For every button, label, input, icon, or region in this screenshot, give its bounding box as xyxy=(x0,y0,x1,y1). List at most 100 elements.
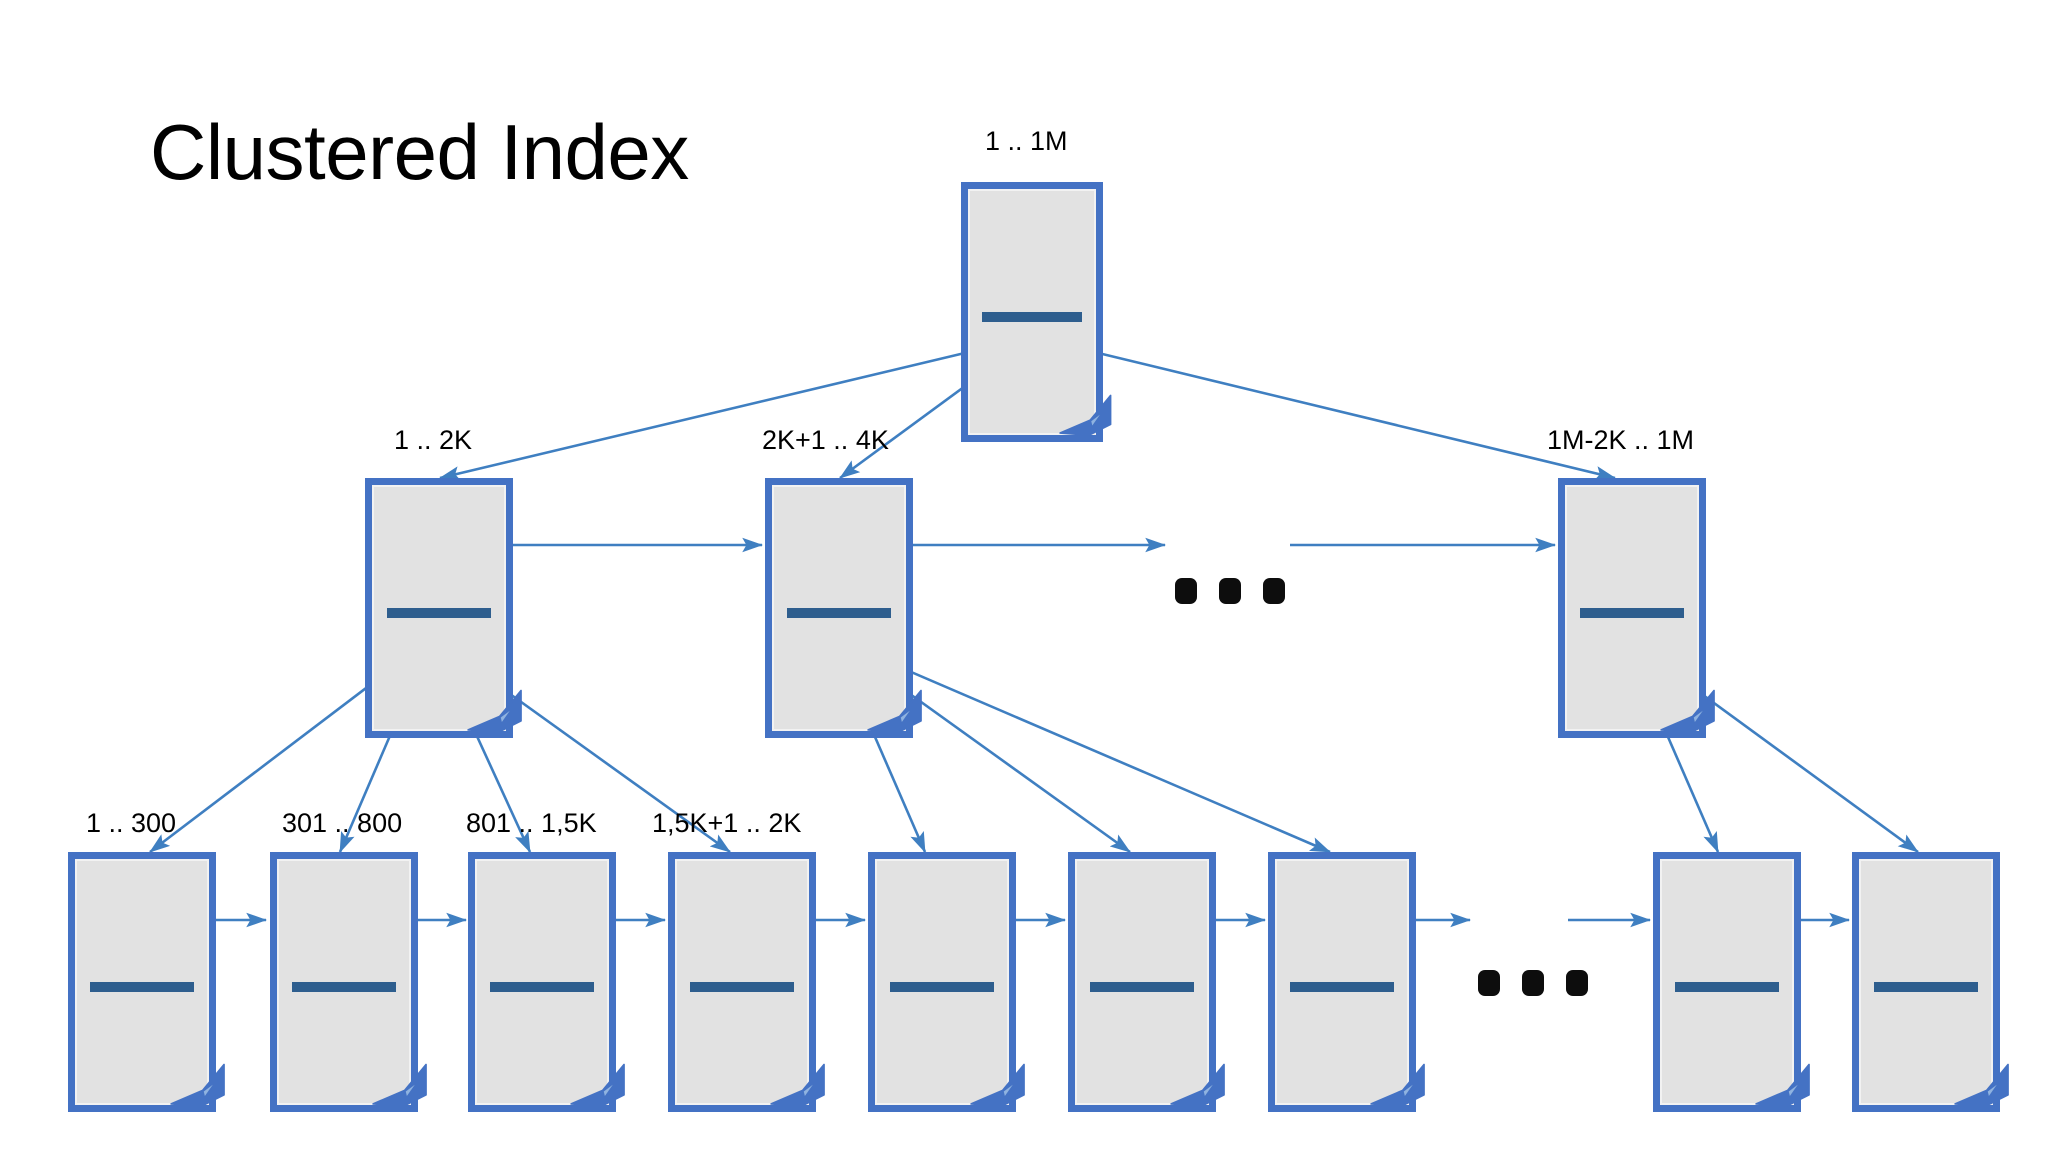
edge-root-to-level2 xyxy=(1031,335,1617,481)
doc-row-bar xyxy=(786,613,892,616)
page-fold-icon xyxy=(372,1063,427,1108)
tree-node-level2-2[interactable] xyxy=(1558,478,1715,738)
ellipsis-dot xyxy=(1478,970,1500,996)
tree-node-level2-0[interactable] xyxy=(365,478,522,738)
doc-row-bar xyxy=(889,981,995,984)
doc-row-bar xyxy=(1873,983,1979,986)
doc-row-bar xyxy=(386,613,492,616)
tree-node-root-label: 1 .. 1M xyxy=(985,126,1068,156)
doc-row-bar xyxy=(1579,615,1685,618)
page-fold-icon xyxy=(1370,1063,1425,1108)
page-fold-icon xyxy=(1170,1063,1225,1108)
doc-row-bar xyxy=(489,981,595,984)
doc-row-bar xyxy=(1873,987,1979,990)
doc-row-bar xyxy=(982,319,1082,322)
tree-node-leaf-1[interactable] xyxy=(270,852,427,1112)
doc-row-bar xyxy=(1089,987,1195,990)
page-title: Clustered Index xyxy=(150,108,689,196)
tree-node-leaf-3[interactable] xyxy=(668,852,825,1112)
tree-node-level2-1-label: 2K+1 .. 4K xyxy=(762,425,889,455)
tree-node-leaf-3-label: 1,5K+1 .. 2K xyxy=(652,808,802,838)
doc-row-bar xyxy=(489,989,595,992)
doc-row-bar xyxy=(1873,985,1979,988)
tree-node-leaf-5[interactable] xyxy=(1068,852,1225,1112)
doc-row-bar xyxy=(1089,985,1195,988)
doc-row-bar xyxy=(89,981,195,984)
doc-row-bar xyxy=(1289,987,1395,990)
page-fold-icon xyxy=(467,689,522,734)
doc-row-bar xyxy=(1089,989,1195,992)
tree-node-leaf-6[interactable] xyxy=(1268,852,1425,1112)
tree-node-root[interactable] xyxy=(961,182,1112,442)
doc-row-bar xyxy=(889,989,995,992)
tree-node-level2-0-label: 1 .. 2K xyxy=(394,425,473,455)
doc-row-bar xyxy=(89,989,195,992)
doc-row-bar xyxy=(489,985,595,988)
tree-node-leaf-2[interactable] xyxy=(468,852,625,1112)
doc-row-bar xyxy=(1089,981,1195,984)
doc-row-bar xyxy=(1289,989,1395,992)
doc-row-bar xyxy=(1674,989,1780,992)
page-fold-icon xyxy=(1059,394,1112,437)
tree-node-level2-1[interactable] xyxy=(765,478,922,738)
tree-node-leaf-8[interactable] xyxy=(1852,852,2009,1112)
tree-node-leaf-4[interactable] xyxy=(868,852,1025,1112)
doc-row-bar xyxy=(1674,985,1780,988)
page-fold-icon xyxy=(1755,1063,1810,1108)
doc-row-bar xyxy=(89,985,195,988)
doc-row-bar xyxy=(982,317,1082,320)
doc-row-bar xyxy=(1579,611,1685,614)
ellipsis-dot xyxy=(1522,970,1544,996)
doc-row-bar xyxy=(1289,981,1395,984)
doc-row-bar xyxy=(1873,989,1979,992)
doc-row-bar xyxy=(1873,981,1979,984)
doc-row-bar xyxy=(386,615,492,618)
doc-row-bar xyxy=(1674,987,1780,990)
ellipsis-level2 xyxy=(1175,578,1285,604)
ellipsis-dot xyxy=(1219,578,1241,604)
tree-node-leaf-1-label: 301 .. 800 xyxy=(282,808,403,838)
doc-row-bar xyxy=(291,983,397,986)
page-fold-icon xyxy=(170,1063,225,1108)
doc-row-bar xyxy=(89,983,195,986)
doc-row-bar xyxy=(689,989,795,992)
doc-row-bar xyxy=(982,315,1082,318)
doc-row-bar xyxy=(291,987,397,990)
doc-row-bar xyxy=(982,313,1082,316)
doc-row-bar xyxy=(1674,983,1780,986)
doc-row-bar xyxy=(1579,613,1685,616)
doc-row-bar xyxy=(291,981,397,984)
doc-row-bar xyxy=(982,311,1082,314)
doc-row-bar xyxy=(1289,985,1395,988)
doc-row-bar xyxy=(786,615,892,618)
doc-row-bar xyxy=(1289,983,1395,986)
doc-row-bar xyxy=(689,981,795,984)
ellipsis-dot xyxy=(1566,970,1588,996)
page-fold-icon xyxy=(1660,689,1715,734)
doc-row-bar xyxy=(291,985,397,988)
tree-node-leaf-7[interactable] xyxy=(1653,852,1810,1112)
ellipsis-leaves xyxy=(1478,970,1588,996)
doc-row-bar xyxy=(291,989,397,992)
doc-row-bar xyxy=(386,609,492,612)
tree-node-leaf-0-label: 1 .. 300 xyxy=(86,808,177,838)
doc-row-bar xyxy=(786,607,892,610)
page-fold-icon xyxy=(1954,1063,2009,1108)
doc-row-bar xyxy=(386,607,492,610)
doc-row-bar xyxy=(689,987,795,990)
doc-row-bar xyxy=(489,983,595,986)
doc-row-bar xyxy=(489,987,595,990)
doc-row-bar xyxy=(1674,981,1780,984)
tree-node-leaf-0[interactable] xyxy=(68,852,225,1112)
page-fold-icon xyxy=(770,1063,825,1108)
doc-row-bar xyxy=(889,985,995,988)
tree-node-level2-2-label: 1M-2K .. 1M xyxy=(1547,425,1695,455)
doc-row-bar xyxy=(786,611,892,614)
doc-row-bar xyxy=(689,985,795,988)
page-fold-icon xyxy=(970,1063,1025,1108)
doc-row-bar xyxy=(786,609,892,612)
ellipsis-dot xyxy=(1175,578,1197,604)
doc-row-bar xyxy=(689,983,795,986)
doc-row-bar xyxy=(1579,609,1685,612)
